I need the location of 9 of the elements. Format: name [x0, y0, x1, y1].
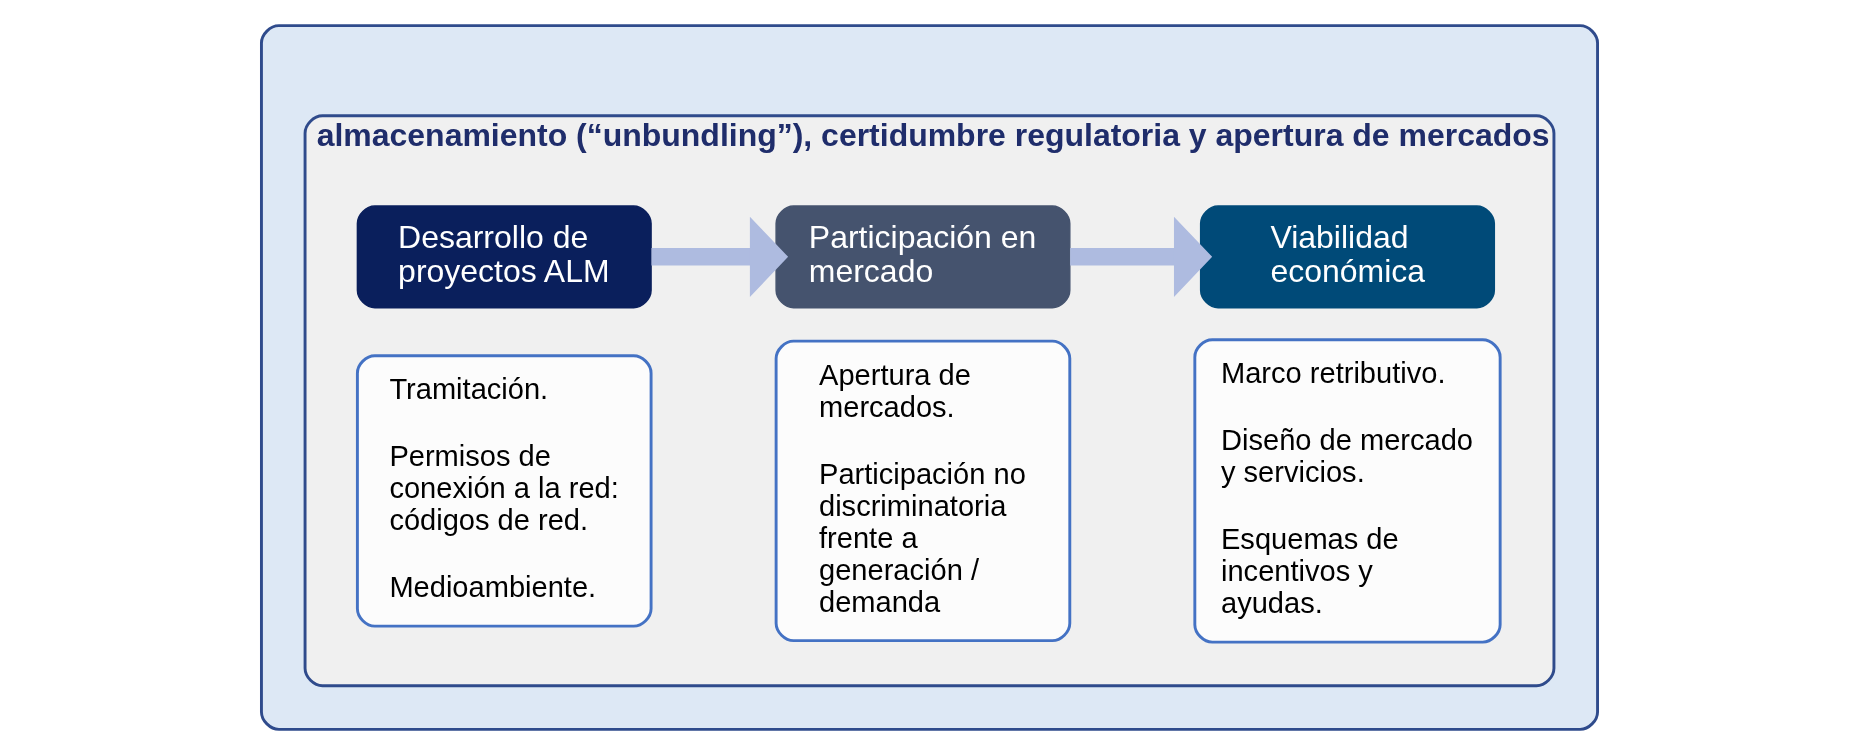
node-box: Tramitación. Permisos de conexión a la red: códigos de red. Medioambiente. — [355, 354, 653, 628]
cluster — [259, 24, 1599, 731]
node-box: Marco retributivo. Diseño de mercado y servicios. Esquemas de incentivos y ayudas. — [1192, 338, 1502, 644]
node-box: Desarrollo de proyectos ALM — [356, 205, 652, 309]
node-box: Participación en mercado — [774, 205, 1071, 309]
arrow — [650, 216, 788, 297]
node-box: Viabilidad económica — [1199, 205, 1495, 309]
node-box: Apertura de mercados. Participación no discriminatoria frente a generación / demanda — [774, 339, 1071, 643]
arrow — [1069, 216, 1212, 297]
